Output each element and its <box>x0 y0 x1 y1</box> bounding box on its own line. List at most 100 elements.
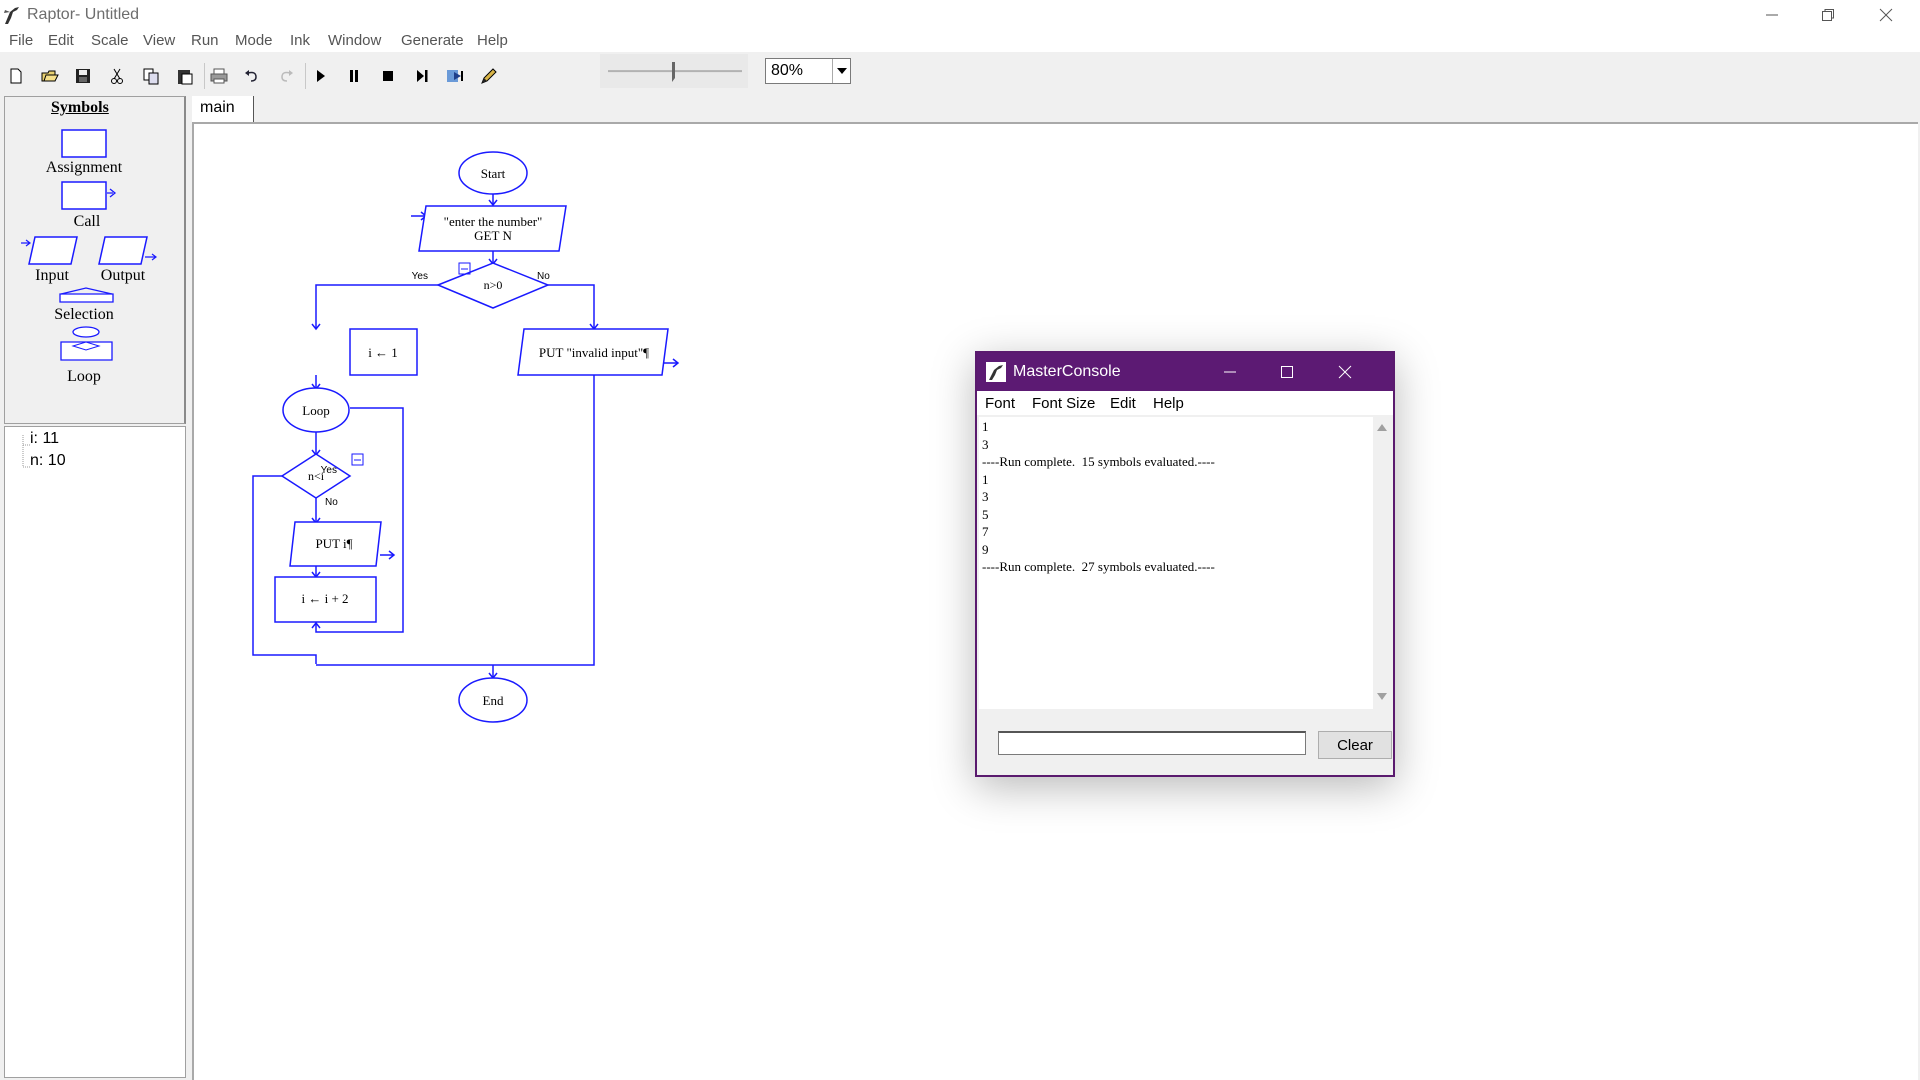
put-invalid-parallelogram <box>517 328 669 376</box>
console-maximize-button[interactable] <box>1262 353 1312 391</box>
raptor-console-icon <box>986 362 1006 382</box>
new-file-icon <box>10 68 22 84</box>
selection-symbol-icon[interactable] <box>59 287 115 305</box>
menu-generate[interactable]: Generate <box>401 32 464 49</box>
output-line: 1 <box>982 472 989 487</box>
symbols-title: Symbols <box>51 99 109 116</box>
stop-button[interactable] <box>374 62 402 90</box>
master-console-window: MasterConsole Font Font Size Edit Help 1… <box>975 351 1395 777</box>
menu-window[interactable]: Window <box>328 32 382 49</box>
variables-panel: i: 11 n: 10 <box>4 426 186 1078</box>
input-label: Input <box>35 267 69 284</box>
open-button[interactable] <box>36 62 64 90</box>
save-icon <box>76 69 90 83</box>
loop-label: Loop <box>67 368 101 385</box>
console-close-button[interactable] <box>1320 353 1370 391</box>
input-parallelogram <box>418 205 567 252</box>
ink-pen-button[interactable] <box>475 62 503 90</box>
menu-ink[interactable]: Ink <box>290 32 311 49</box>
copy-button[interactable] <box>137 62 165 90</box>
undo-button[interactable] <box>238 62 266 90</box>
console-menu-help[interactable]: Help <box>1153 395 1184 412</box>
zoom-dropdown-arrow[interactable] <box>832 59 850 83</box>
console-menu-font[interactable]: Font <box>985 395 1016 412</box>
minimize-icon <box>1224 371 1236 373</box>
connector-invalid-merge <box>316 375 595 666</box>
output-line: 3 <box>982 437 989 452</box>
call-symbol-icon[interactable] <box>61 181 127 213</box>
output-line: 9 <box>982 542 989 557</box>
cut-icon <box>111 68 123 84</box>
connector-loop-back <box>315 407 404 633</box>
console-menu-bar: Font Font Size Edit Help <box>977 391 1393 415</box>
new-button[interactable] <box>2 62 30 90</box>
menu-mode[interactable]: Mode <box>235 32 273 49</box>
redo-button[interactable] <box>272 62 300 90</box>
flowchart-canvas[interactable]: Start "enter the number" GET N n>0 i ← 1… <box>192 122 1918 1080</box>
output-symbol-icon[interactable] <box>97 233 161 269</box>
loop-symbol-icon[interactable] <box>59 326 115 366</box>
save-button[interactable] <box>69 62 97 90</box>
tab-main[interactable]: main <box>192 96 254 122</box>
menu-help[interactable]: Help <box>477 32 508 49</box>
print-button[interactable] <box>205 62 233 90</box>
console-input[interactable] <box>998 731 1306 755</box>
cond1-yes-label: Yes <box>412 271 428 282</box>
copy-icon <box>143 68 159 85</box>
restore-button[interactable] <box>1800 0 1856 30</box>
get-prompt-text: "enter the number" <box>444 214 543 229</box>
start-text: Start <box>481 166 506 181</box>
output-line: 5 <box>982 507 989 522</box>
run-button[interactable] <box>306 62 334 90</box>
input-symbol-icon[interactable] <box>19 233 83 269</box>
step-button[interactable] <box>408 62 436 90</box>
assign-inc-text: i ← i + 2 <box>301 591 348 606</box>
zoom-dropdown[interactable]: 80% <box>765 58 851 84</box>
output-line: ----Run complete. 27 symbols evaluated.-… <box>982 559 1215 574</box>
minimize-button[interactable] <box>1744 0 1800 30</box>
console-scrollbar[interactable] <box>1373 417 1391 709</box>
output-label: Output <box>100 267 146 284</box>
call-label: Call <box>73 213 101 230</box>
slider-track <box>608 62 742 82</box>
zoom-value: 80% <box>771 62 804 79</box>
output-line: 7 <box>982 524 989 539</box>
menu-view[interactable]: View <box>143 32 176 49</box>
assignment-symbol-icon[interactable] <box>61 129 111 159</box>
scroll-up-icon[interactable] <box>1377 423 1387 431</box>
output-line: 1 <box>982 419 989 434</box>
console-menu-edit[interactable]: Edit <box>1110 395 1136 412</box>
restore-icon <box>1822 9 1834 21</box>
menu-file[interactable]: File <box>9 32 34 49</box>
redo-icon <box>281 70 293 82</box>
console-output[interactable]: 1 3 ----Run complete. 15 symbols evaluat… <box>979 417 1373 709</box>
zoom-slider[interactable] <box>600 54 748 88</box>
output-line: ----Run complete. 15 symbols evaluated.-… <box>982 454 1215 469</box>
raptor-app-icon <box>4 7 19 24</box>
console-title: MasterConsole <box>1013 363 1121 380</box>
maximize-icon <box>1281 366 1293 378</box>
cut-button[interactable] <box>103 62 131 90</box>
close-button[interactable] <box>1858 0 1914 30</box>
step-into-button[interactable] <box>441 62 469 90</box>
end-text: End <box>483 693 504 708</box>
collapse-box-cond2 <box>351 453 364 466</box>
get-var-text: GET N <box>474 228 512 243</box>
scroll-down-icon[interactable] <box>1377 693 1387 701</box>
open-folder-icon <box>41 70 59 82</box>
chevron-down-icon <box>836 68 847 74</box>
window-title: Raptor- Untitled <box>27 6 140 23</box>
close-icon <box>1879 8 1893 22</box>
paste-button[interactable] <box>171 62 199 90</box>
menu-run[interactable]: Run <box>191 32 219 49</box>
console-minimize-button[interactable] <box>1205 353 1255 391</box>
menu-edit[interactable]: Edit <box>48 32 74 49</box>
play-icon <box>317 70 325 82</box>
clear-button[interactable]: Clear <box>1318 731 1392 759</box>
arrowhead <box>311 323 321 331</box>
pause-button[interactable] <box>340 62 368 90</box>
menu-scale[interactable]: Scale <box>91 32 129 49</box>
console-menu-font-size[interactable]: Font Size <box>1032 395 1096 412</box>
arrowhead <box>488 199 498 207</box>
pen-icon <box>481 68 497 84</box>
